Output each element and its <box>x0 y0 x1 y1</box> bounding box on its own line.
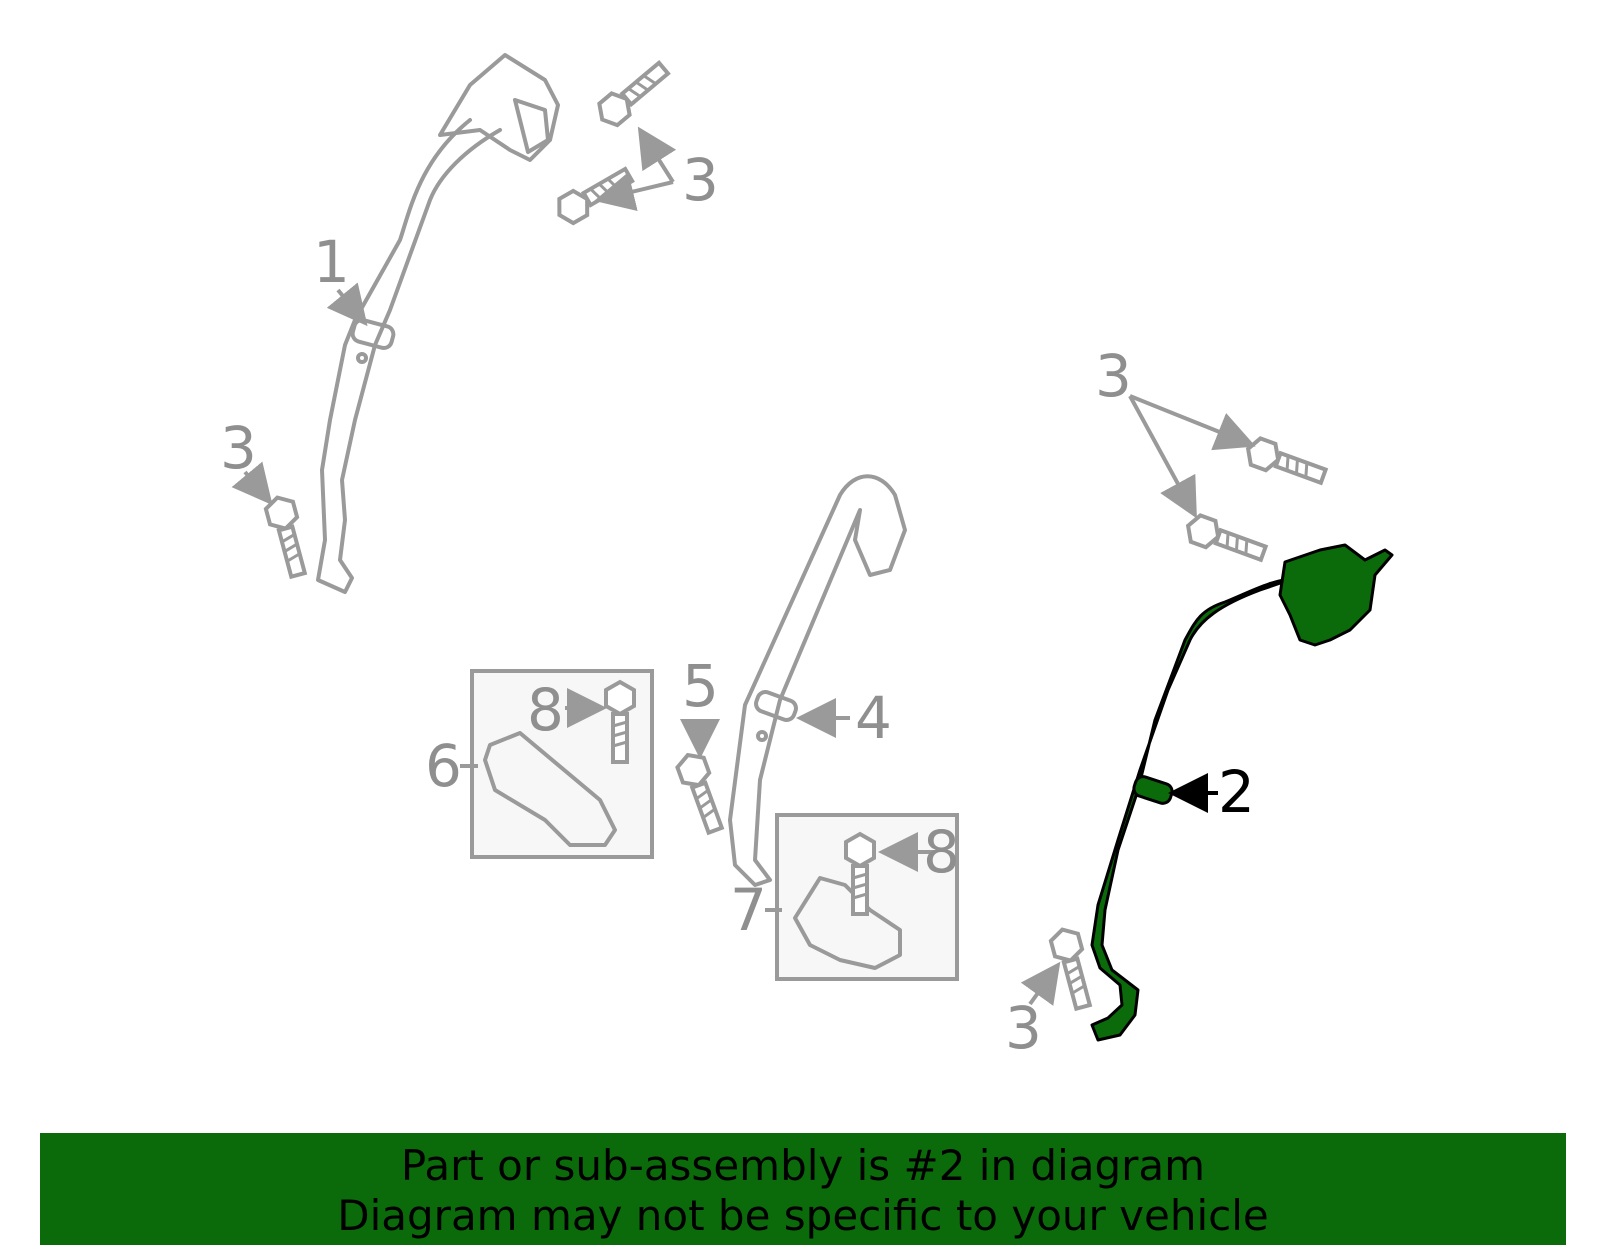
bolt-icon <box>1181 510 1271 569</box>
seat-belt-part-4[interactable] <box>728 474 907 887</box>
buckle-box-7[interactable] <box>775 813 959 981</box>
seat-belt-part-1[interactable] <box>316 53 560 594</box>
callout-5: 5 <box>682 652 719 720</box>
callout-3: 3 <box>220 414 257 482</box>
info-banner: Part or sub-assembly is #2 in diagram Di… <box>40 1133 1566 1245</box>
callout-3: 3 <box>682 146 719 214</box>
bolt-icon <box>672 748 731 838</box>
bolt-icon <box>1241 433 1331 492</box>
callout-8: 8 <box>527 676 564 744</box>
buckle-box-6[interactable] <box>470 669 654 859</box>
callout-8: 8 <box>923 818 960 886</box>
seat-belt-part-2-highlighted[interactable] <box>1090 543 1394 1042</box>
leader-lines <box>231 126 1256 1006</box>
callout-2: 2 <box>1218 758 1255 826</box>
banner-line-1: Part or sub-assembly is #2 in diagram <box>400 1141 1206 1190</box>
callout-6: 6 <box>425 732 462 800</box>
callout-3: 3 <box>1095 342 1132 410</box>
callout-1: 1 <box>313 228 350 296</box>
bolt-icon <box>261 491 314 581</box>
callout-4: 4 <box>855 684 892 752</box>
callout-7: 7 <box>730 876 767 944</box>
callout-3: 3 <box>1005 994 1042 1062</box>
bolt-icon <box>591 55 675 133</box>
banner-line-2: Diagram may not be specific to your vehi… <box>337 1191 1269 1240</box>
